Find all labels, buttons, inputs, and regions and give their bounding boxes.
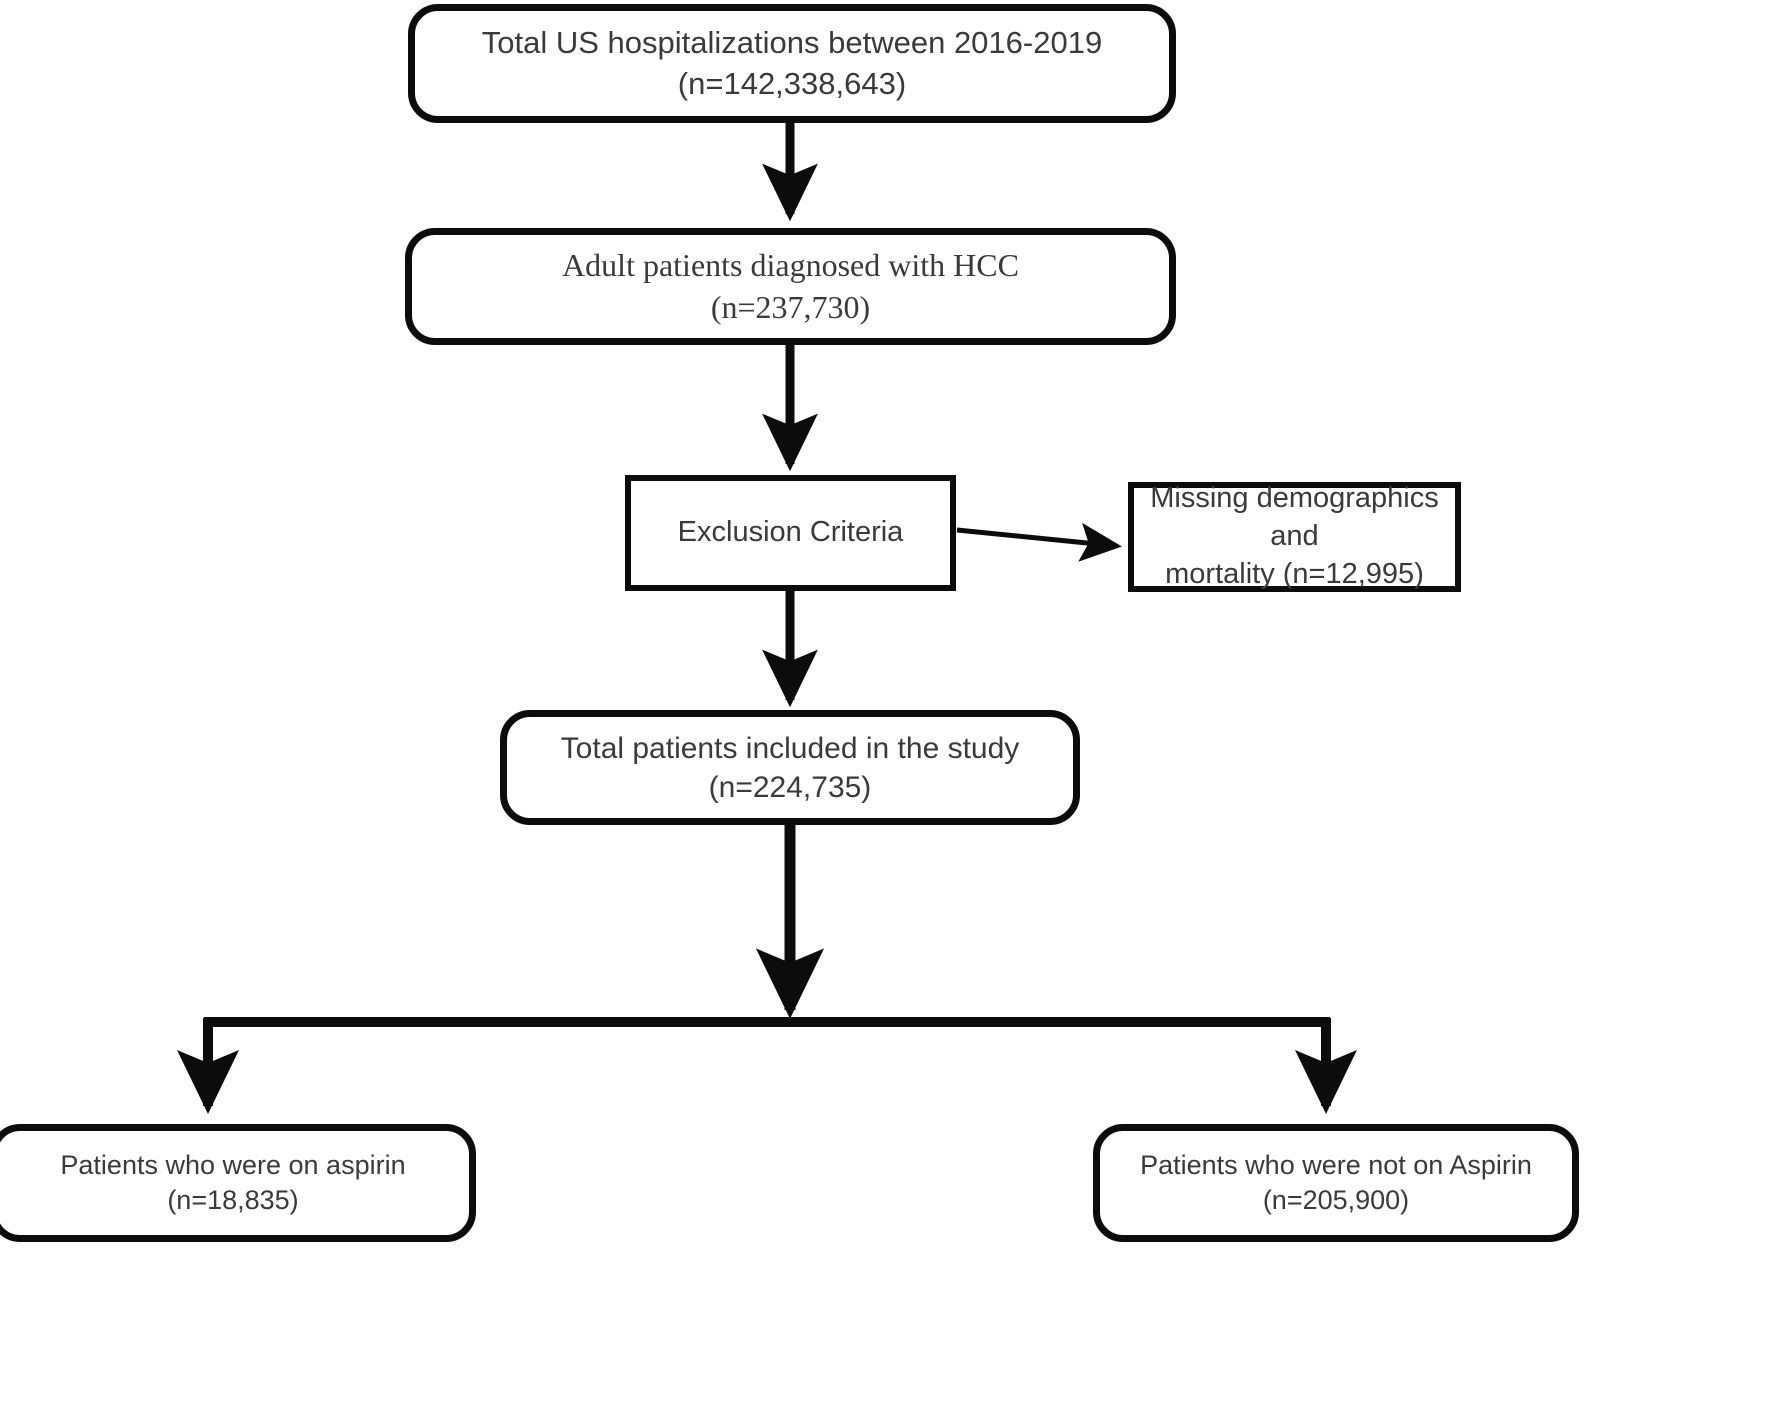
node-total-included: Total patients included in the study (n=… [500, 710, 1080, 825]
node-total-hospitalizations-label: Total US hospitalizations between 2016-2… [481, 25, 1103, 101]
connector-exclusion-criteria-to-missing-demographics [956, 522, 1122, 562]
node-aspirin-yes: Patients who were on aspirin (n=18,835) [0, 1124, 476, 1242]
node-exclusion-criteria-label: Exclusion Criteria [677, 516, 904, 549]
node-aspirin-no: Patients who were not on Aspirin (n=205,… [1093, 1124, 1579, 1242]
node-aspirin-yes-label: Patients who were on aspirin (n=18,835) [60, 1149, 406, 1215]
node-adult-hcc: Adult patients diagnosed with HCC (n=237… [405, 228, 1176, 345]
node-adult-hcc-label: Adult patients diagnosed with HCC (n=237… [562, 246, 1019, 325]
node-total-included-label: Total patients included in the study (n=… [560, 731, 1020, 804]
connector-total-included-split [176, 825, 1357, 1115]
node-total-hospitalizations: Total US hospitalizations between 2016-2… [408, 4, 1176, 123]
node-missing-demographics: Missing demographics and mortality (n=12… [1128, 482, 1461, 592]
node-aspirin-no-label: Patients who were not on Aspirin (n=205,… [1140, 1149, 1532, 1215]
node-missing-demographics-label: Missing demographics and mortality (n=12… [1150, 482, 1439, 590]
node-exclusion-criteria: Exclusion Criteria [625, 475, 956, 591]
